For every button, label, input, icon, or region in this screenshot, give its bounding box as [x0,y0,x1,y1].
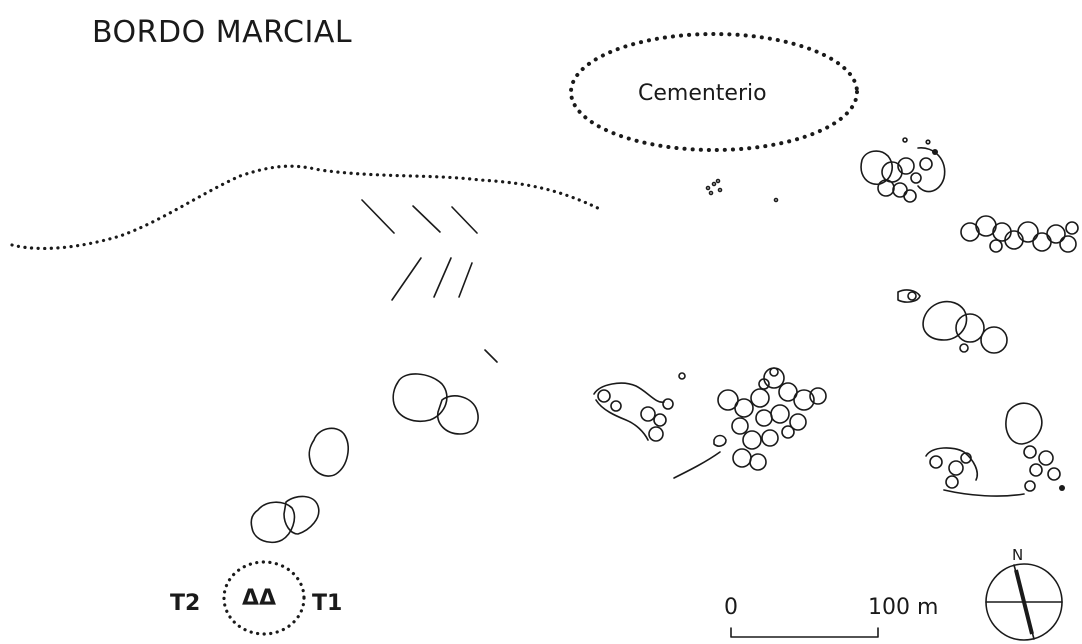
stone-cluster-top-right [860,137,946,203]
small-features-center [705,178,779,203]
stone-cluster-right [960,215,1079,253]
scale-bar: 0 100 m [724,595,938,638]
ridge-dotted-line [10,164,604,251]
stone-cluster-bottom-right [925,402,1065,497]
slope-hatch-marks [361,199,498,363]
north-arrow: N [985,546,1063,641]
stone-cluster-middle-right [897,289,1008,354]
stone-cluster-center-east [717,367,827,471]
tomb-symbols: ΔΔ [242,586,276,611]
cemetery-area: Cementerio [569,32,859,152]
map-title: BORDO MARCIAL [92,15,352,50]
stone-cluster-center-west [593,372,727,479]
tomb-label-t1: T1 [312,591,342,616]
mound-chain-left [250,373,479,544]
scale-start-label: 0 [724,595,738,620]
scale-end-label: 100 m [868,595,938,620]
tomb-group: ΔΔ T2 T1 [170,560,342,636]
north-label: N [1012,546,1023,564]
tomb-label-t2: T2 [170,591,200,616]
cemetery-label: Cementerio [638,81,767,106]
